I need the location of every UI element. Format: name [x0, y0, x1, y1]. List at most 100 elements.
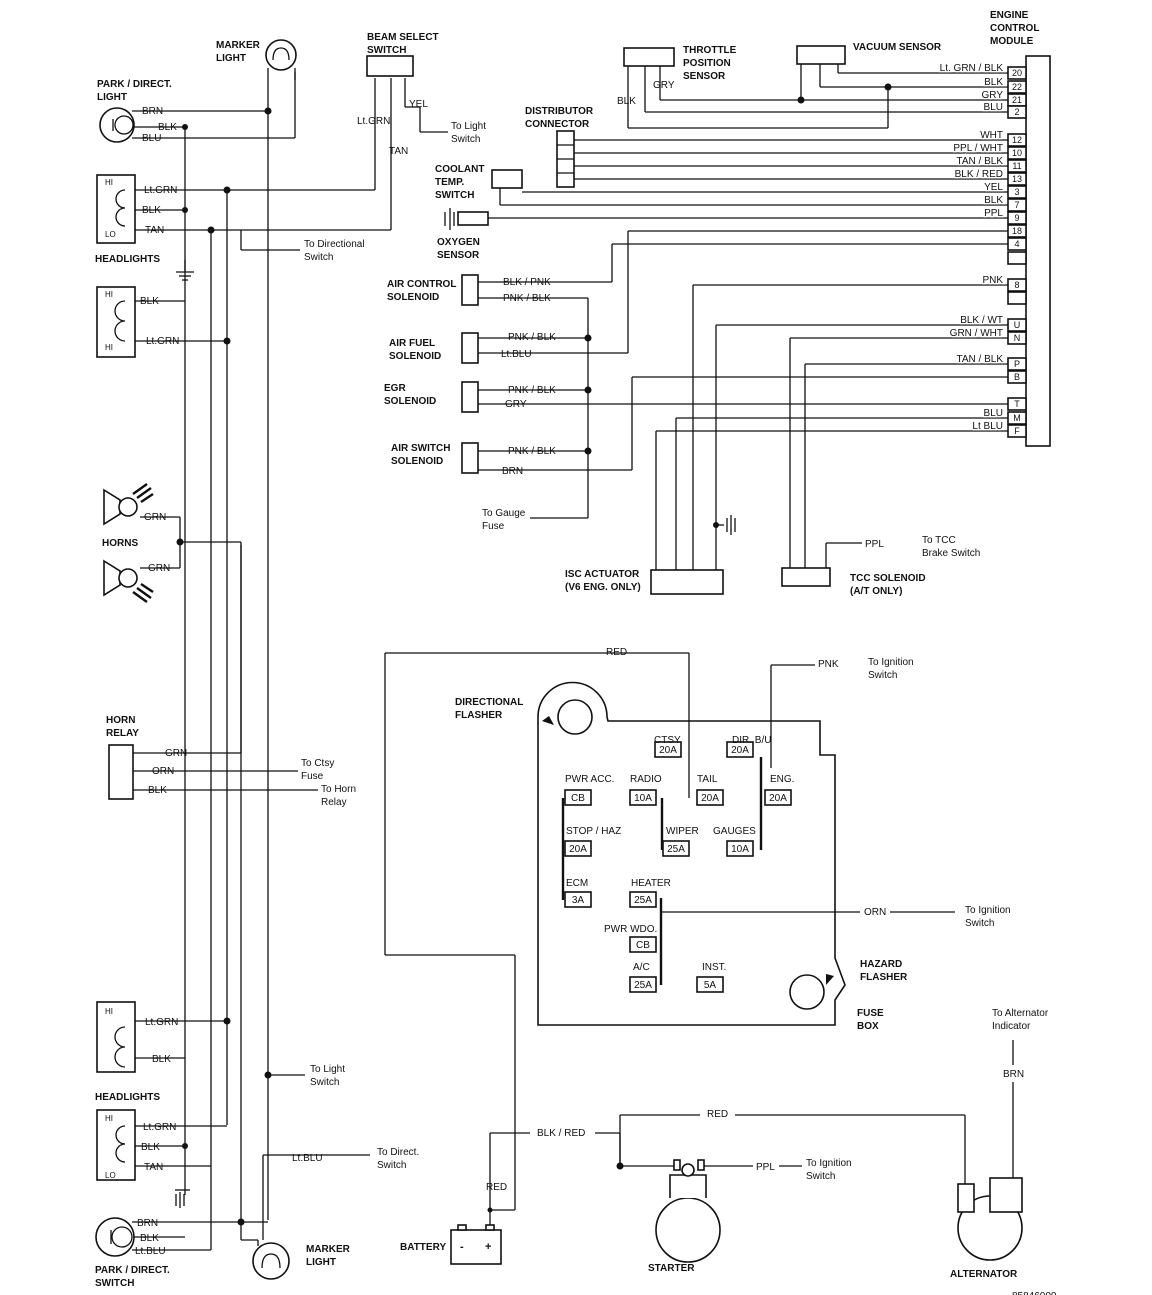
ecm-wire-label: BLK / RED	[955, 169, 1003, 180]
air-fuel-solenoid-box	[461, 332, 479, 364]
ecm-wire-label: PPL / WHT	[953, 143, 1003, 154]
wire-label-grn-h1: GRN	[144, 512, 166, 523]
throttle-position-sensor-box	[623, 47, 675, 67]
wire-label-grn-r: GRN	[165, 748, 187, 759]
ecm-body	[1025, 55, 1051, 447]
ecm-wire-label: TAN / BLK	[957, 354, 1004, 365]
wire-label-red-bat: RED	[486, 1182, 507, 1193]
ecm-wire-label: BLK	[984, 195, 1003, 206]
horn-relay-box	[108, 744, 134, 800]
fuse-name: PWR ACC.	[565, 774, 614, 785]
fuse-cell	[764, 789, 792, 806]
fuse-cell	[564, 789, 592, 806]
wire-label-blu-1: BLU	[142, 133, 161, 144]
tcc-solenoid-box	[781, 567, 831, 587]
air-control-solenoid-box	[461, 274, 479, 306]
starter-label: STARTER	[648, 1263, 695, 1274]
fuse-rating: 10A	[731, 844, 749, 855]
headlight-hi-marker: HI	[105, 343, 113, 352]
ecm-pin-label: 2	[1014, 107, 1019, 117]
oxygen-sensor-box	[457, 211, 489, 226]
fuse-cell	[726, 840, 754, 857]
wire-label-brn-as: BRN	[502, 466, 523, 477]
wire-label-ltgrn-hl2: Lt.GRN	[146, 336, 179, 347]
fuse-name: CTSY.	[654, 735, 682, 746]
wire-label-tan-hl4: TAN	[144, 1162, 163, 1173]
wire-label-gry-egr: GRY	[505, 399, 527, 410]
directional-flasher-circle	[557, 699, 593, 735]
wire-label-blk-hl3: BLK	[152, 1054, 171, 1065]
ecm-pin-label: 21	[1012, 95, 1022, 105]
fuse-cell	[629, 891, 657, 908]
vacuum-sensor-box	[796, 45, 846, 65]
fuse-name: DIR. B/U	[732, 735, 771, 746]
ecm-pin-label: 10	[1012, 148, 1022, 158]
wire-label-ltgrn-hl3: Lt.GRN	[145, 1017, 178, 1028]
fuse-cell	[629, 789, 657, 806]
wire-label-red-fb: RED	[606, 647, 627, 658]
ecm-pin-label: U	[1014, 320, 1021, 330]
wire-label-ppl-st: PPL	[756, 1162, 775, 1173]
wire-label-orn-r: ORN	[152, 766, 174, 777]
alternator-label: ALTERNATOR	[950, 1269, 1018, 1280]
fuse-rating: 5A	[704, 980, 717, 991]
wire-label-orn-fb: ORN	[864, 907, 886, 918]
fuse-name: STOP / HAZ	[566, 826, 621, 837]
ecm-wire-label: BLK	[984, 77, 1003, 88]
park-direct-light-label: PARK / DIRECT.LIGHT	[97, 79, 172, 103]
fuse-rating: 25A	[667, 844, 685, 855]
wire-label-tan-hl1: TAN	[145, 225, 164, 236]
wire-label-pnk-fb: PNK	[818, 659, 839, 670]
hazard-flasher-circle	[789, 974, 825, 1010]
ecm-wire-label: TAN / BLK	[957, 156, 1004, 167]
ecm-pin-label: N	[1014, 333, 1021, 343]
fuse-name: GAUGES	[713, 826, 756, 837]
battery-box	[450, 1229, 502, 1265]
headlight-lo-marker: LO	[105, 1171, 116, 1180]
fuse-name: PWR WDO.	[604, 924, 657, 935]
left-harness	[132, 72, 448, 1251]
fuse-rating: 25A	[634, 895, 652, 906]
wire-label-pnk-blk-4: PNK / BLK	[508, 446, 556, 457]
headlight-hi-marker: HI	[105, 1114, 113, 1123]
ecm-pin-label: 18	[1012, 226, 1022, 236]
ecm-wire-label: WHT	[980, 130, 1003, 141]
ecm-pin-label: B	[1014, 372, 1020, 382]
battery-label: BATTERY	[400, 1242, 446, 1253]
fuse-cell	[564, 891, 592, 908]
fuse-cell	[726, 741, 754, 758]
headlight-lo-marker: LO	[105, 230, 116, 239]
wire-label-brn-1: BRN	[142, 106, 163, 117]
fuse-rating: CB	[636, 940, 650, 951]
ecm-wire-label: Lt. GRN / BLK	[940, 63, 1004, 74]
ecm-wire-label: PPL	[984, 208, 1003, 219]
fuse-cell	[654, 741, 682, 758]
fuse-name: TAIL	[697, 774, 718, 785]
isc-actuator-box	[650, 569, 724, 595]
wire-label-blk-hl1: BLK	[142, 205, 161, 216]
fuse-rating: CB	[571, 793, 585, 804]
fuse-cell	[696, 976, 724, 993]
beam-select-switch	[366, 55, 414, 77]
headlight-2	[96, 286, 136, 358]
wire-label-blk-tps: BLK	[617, 96, 636, 107]
fuse-rating: 20A	[731, 745, 749, 756]
headlight-3	[96, 1001, 136, 1073]
ecm-wire-label: GRY	[982, 90, 1004, 101]
horn-bottom	[103, 559, 154, 603]
battery-neg-terminal: -	[460, 1241, 464, 1253]
